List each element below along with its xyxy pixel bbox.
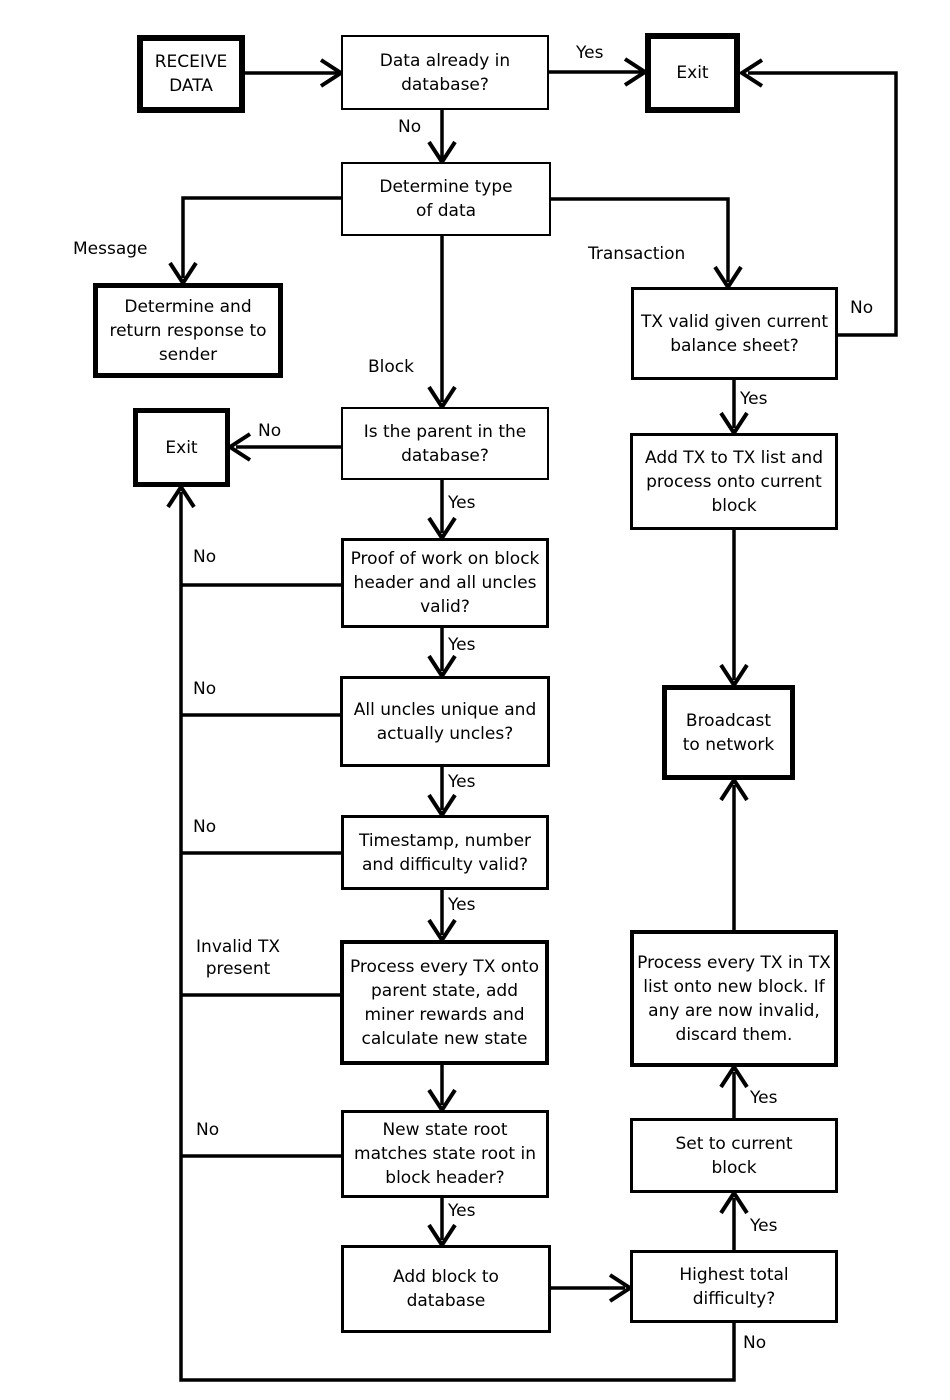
node-label: Set to current block xyxy=(675,1133,793,1178)
node-exit-left: Exit xyxy=(133,408,230,487)
edge-label-no-uncles: No xyxy=(193,679,217,699)
node-label: Determine type of data xyxy=(379,177,513,221)
edge-label-block: Block xyxy=(368,357,414,377)
node-label: Add TX to TX list and process onto curre… xyxy=(644,447,823,516)
node-add-tx-to-list: Add TX to TX list and process onto curre… xyxy=(630,433,838,530)
node-new-state-root: New state root matches state root in blo… xyxy=(341,1110,549,1198)
node-label: TX valid given current balance sheet? xyxy=(640,311,829,356)
node-label: All uncles unique and actually uncles? xyxy=(353,699,537,744)
edge-label-yes-parent-to-proof: Yes xyxy=(448,493,476,513)
edge-label-message: Message xyxy=(73,239,148,259)
node-tx-valid: TX valid given current balance sheet? xyxy=(631,287,838,380)
node-set-to-current-block: Set to current block xyxy=(630,1118,838,1193)
edge-label-no-parent-to-exit: No xyxy=(258,421,282,441)
edge-label-no-txvalid-to-exit: No xyxy=(850,298,874,318)
edge-label-yes-stateroot-to-addblock: Yes xyxy=(448,1201,476,1221)
node-label: Broadcast to network xyxy=(682,710,775,755)
node-label: Proof of work on block header and all un… xyxy=(350,549,540,617)
node-uncles-unique: All uncles unique and actually uncles? xyxy=(340,676,550,767)
edge-label-no-data-to-determine: No xyxy=(398,117,422,137)
node-broadcast: Broadcast to network xyxy=(662,685,795,780)
node-label: Exit xyxy=(165,437,198,458)
node-label: Process every TX onto parent state, add … xyxy=(349,956,539,1049)
node-add-block-to-database: Add block to database xyxy=(341,1245,551,1333)
node-label: Determine and return response to sender xyxy=(109,296,267,365)
edge-label-yes-setcurrent-to-process: Yes xyxy=(750,1088,778,1108)
edge-label-no-highest: No xyxy=(743,1333,767,1353)
node-determine-type: Determine type of data xyxy=(341,162,551,236)
edge-label-no-proof: No xyxy=(193,547,217,567)
node-process-tx-list: Process every TX in TX list onto new blo… xyxy=(630,930,838,1067)
edge-label-transaction: Transaction xyxy=(588,244,686,264)
node-label: Highest total difficulty? xyxy=(679,1264,789,1309)
edge-label-no-timestamp: No xyxy=(193,817,217,837)
edge-label-invalid-tx-present: Invalid TX present xyxy=(196,937,280,979)
node-proof-of-work: Proof of work on block header and all un… xyxy=(341,538,549,628)
node-label: Is the parent in the database? xyxy=(363,421,527,466)
node-highest-total-difficulty: Highest total difficulty? xyxy=(630,1250,838,1323)
edge-label-no-stateroot: No xyxy=(196,1120,220,1140)
edge-label-yes-data-to-exit: Yes xyxy=(576,43,604,63)
node-determine-response: Determine and return response to sender xyxy=(93,283,283,378)
node-label: Exit xyxy=(676,63,709,83)
node-process-onto-parent-state: Process every TX onto parent state, add … xyxy=(340,940,549,1065)
node-label: RECEIVE DATA xyxy=(154,52,228,96)
node-is-parent-in-database: Is the parent in the database? xyxy=(341,407,549,480)
edge-label-yes-proof-to-uncles: Yes xyxy=(448,635,476,655)
node-timestamp-valid: Timestamp, number and difficulty valid? xyxy=(341,815,549,890)
edge-label-yes-uncles-to-timestamp: Yes xyxy=(448,772,476,792)
edge-label-yes-timestamp-to-process: Yes xyxy=(448,895,476,915)
edge-label-yes-highest-to-setcurrent: Yes xyxy=(750,1216,778,1236)
node-label: Timestamp, number and difficulty valid? xyxy=(358,830,532,875)
node-exit-top: Exit xyxy=(645,33,740,113)
edge-label-yes-txvalid-to-addtx: Yes xyxy=(740,389,768,409)
node-data-already-in-database: Data already in database? xyxy=(341,35,549,110)
node-label: Data already in database? xyxy=(379,50,511,95)
node-label: Process every TX in TX list onto new blo… xyxy=(637,952,831,1045)
node-receive-data: RECEIVE DATA xyxy=(137,35,245,113)
node-label: Add block to database xyxy=(393,1267,499,1311)
node-label: New state root matches state root in blo… xyxy=(354,1120,536,1188)
